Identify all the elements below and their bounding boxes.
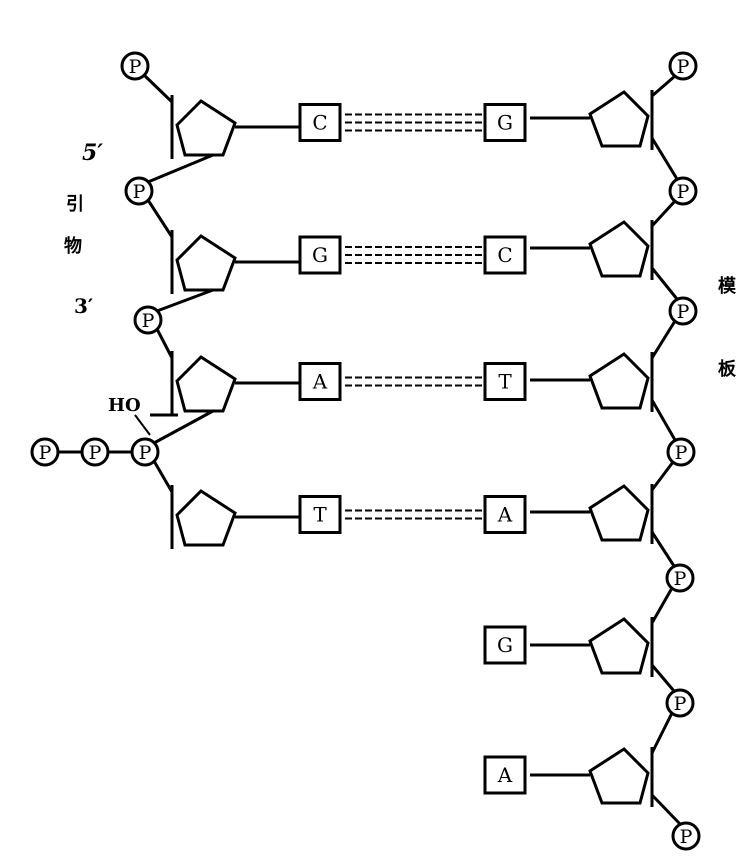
deoxyribose-pentagon: [588, 617, 650, 675]
deoxyribose-pentagon: [175, 234, 237, 292]
base-box: [298, 362, 342, 401]
bond-line: [156, 288, 214, 313]
bond-line: [650, 267, 679, 300]
bond-line: [650, 199, 677, 228]
bond-line: [650, 320, 677, 359]
base-box: [483, 755, 527, 795]
base-box: [298, 235, 342, 275]
base-label: A: [312, 370, 328, 394]
base-label: G: [497, 111, 513, 135]
bond-line: [650, 712, 674, 754]
base-label: C: [312, 111, 327, 135]
deoxyribose-pentagon: [588, 484, 650, 542]
bond-line: [146, 199, 174, 238]
base-box: [483, 103, 527, 142]
bond-line: [147, 153, 214, 184]
bond-line: [650, 399, 677, 441]
phosphate-label: P: [680, 826, 693, 848]
bond-line: [650, 531, 676, 567]
deoxyribose-pentagon: [175, 355, 237, 413]
template-label-2: 板: [718, 359, 736, 380]
deoxyribose-pentagon: [588, 220, 650, 278]
phosphate-circle: [668, 176, 698, 206]
bond-line: [155, 328, 174, 359]
primer-label-2: 物: [64, 236, 82, 257]
phosphate-label: P: [677, 181, 690, 203]
bond-line: [142, 73, 174, 104]
deoxyribose-pentagon: [175, 99, 237, 157]
base-label: T: [498, 370, 512, 394]
base-label: G: [497, 633, 513, 657]
bond-line: [650, 461, 675, 491]
phosphate-circle: [668, 51, 698, 81]
bond-line: [650, 137, 679, 180]
phosphate-label: P: [133, 181, 146, 203]
phosphate-label: P: [675, 442, 688, 464]
base-box: [298, 495, 342, 534]
phosphate-circle: [130, 437, 160, 467]
base-label: A: [497, 763, 513, 787]
base-box: [298, 103, 342, 142]
base-label: G: [312, 243, 328, 267]
phosphate-circle: [668, 296, 698, 326]
deoxyribose-pentagon: [588, 90, 650, 148]
base-box: [483, 495, 527, 534]
base-label: C: [497, 243, 512, 267]
phosphate-circle: [665, 563, 695, 593]
bond-line: [153, 409, 214, 445]
phosphate-label: P: [142, 310, 155, 332]
phosphate-label: P: [674, 568, 687, 590]
phosphate-label: P: [139, 442, 152, 464]
three-prime-label: 3′: [74, 294, 94, 318]
phosphate-label: P: [129, 56, 142, 78]
primer-label-1: 引: [66, 194, 84, 215]
template-label-1: 模: [718, 276, 736, 297]
phosphate-circle: [124, 176, 154, 206]
five-prime-label: 5′: [82, 140, 104, 166]
phosphate-circle: [80, 437, 110, 467]
base-label: T: [313, 503, 327, 527]
phosphate-label: P: [677, 56, 690, 78]
bond-line: [650, 664, 676, 692]
phosphate-circle: [666, 437, 696, 467]
phosphate-circle: [133, 305, 163, 335]
ho-arrow: [134, 414, 151, 436]
phosphate-label: P: [39, 442, 52, 464]
bond-line: [651, 74, 676, 98]
deoxyribose-pentagon: [588, 352, 650, 410]
deoxyribose-pentagon: [175, 489, 237, 547]
base-box: [483, 362, 527, 401]
base-box: [483, 625, 527, 665]
phosphate-circle: [665, 688, 695, 718]
base-label: A: [497, 503, 513, 527]
phosphate-label: P: [674, 693, 687, 715]
bond-line: [650, 793, 682, 826]
bond-line: [152, 460, 174, 493]
phosphate-circle: [120, 51, 150, 81]
phosphate-circle: [671, 821, 701, 851]
deoxyribose-pentagon: [588, 747, 650, 805]
base-box: [483, 235, 527, 275]
phosphate-label: P: [89, 442, 102, 464]
phosphate-circle: [30, 437, 60, 467]
hydroxyl-label: HO: [108, 395, 141, 416]
phosphate-label: P: [677, 301, 690, 323]
bond-line: [650, 587, 674, 624]
